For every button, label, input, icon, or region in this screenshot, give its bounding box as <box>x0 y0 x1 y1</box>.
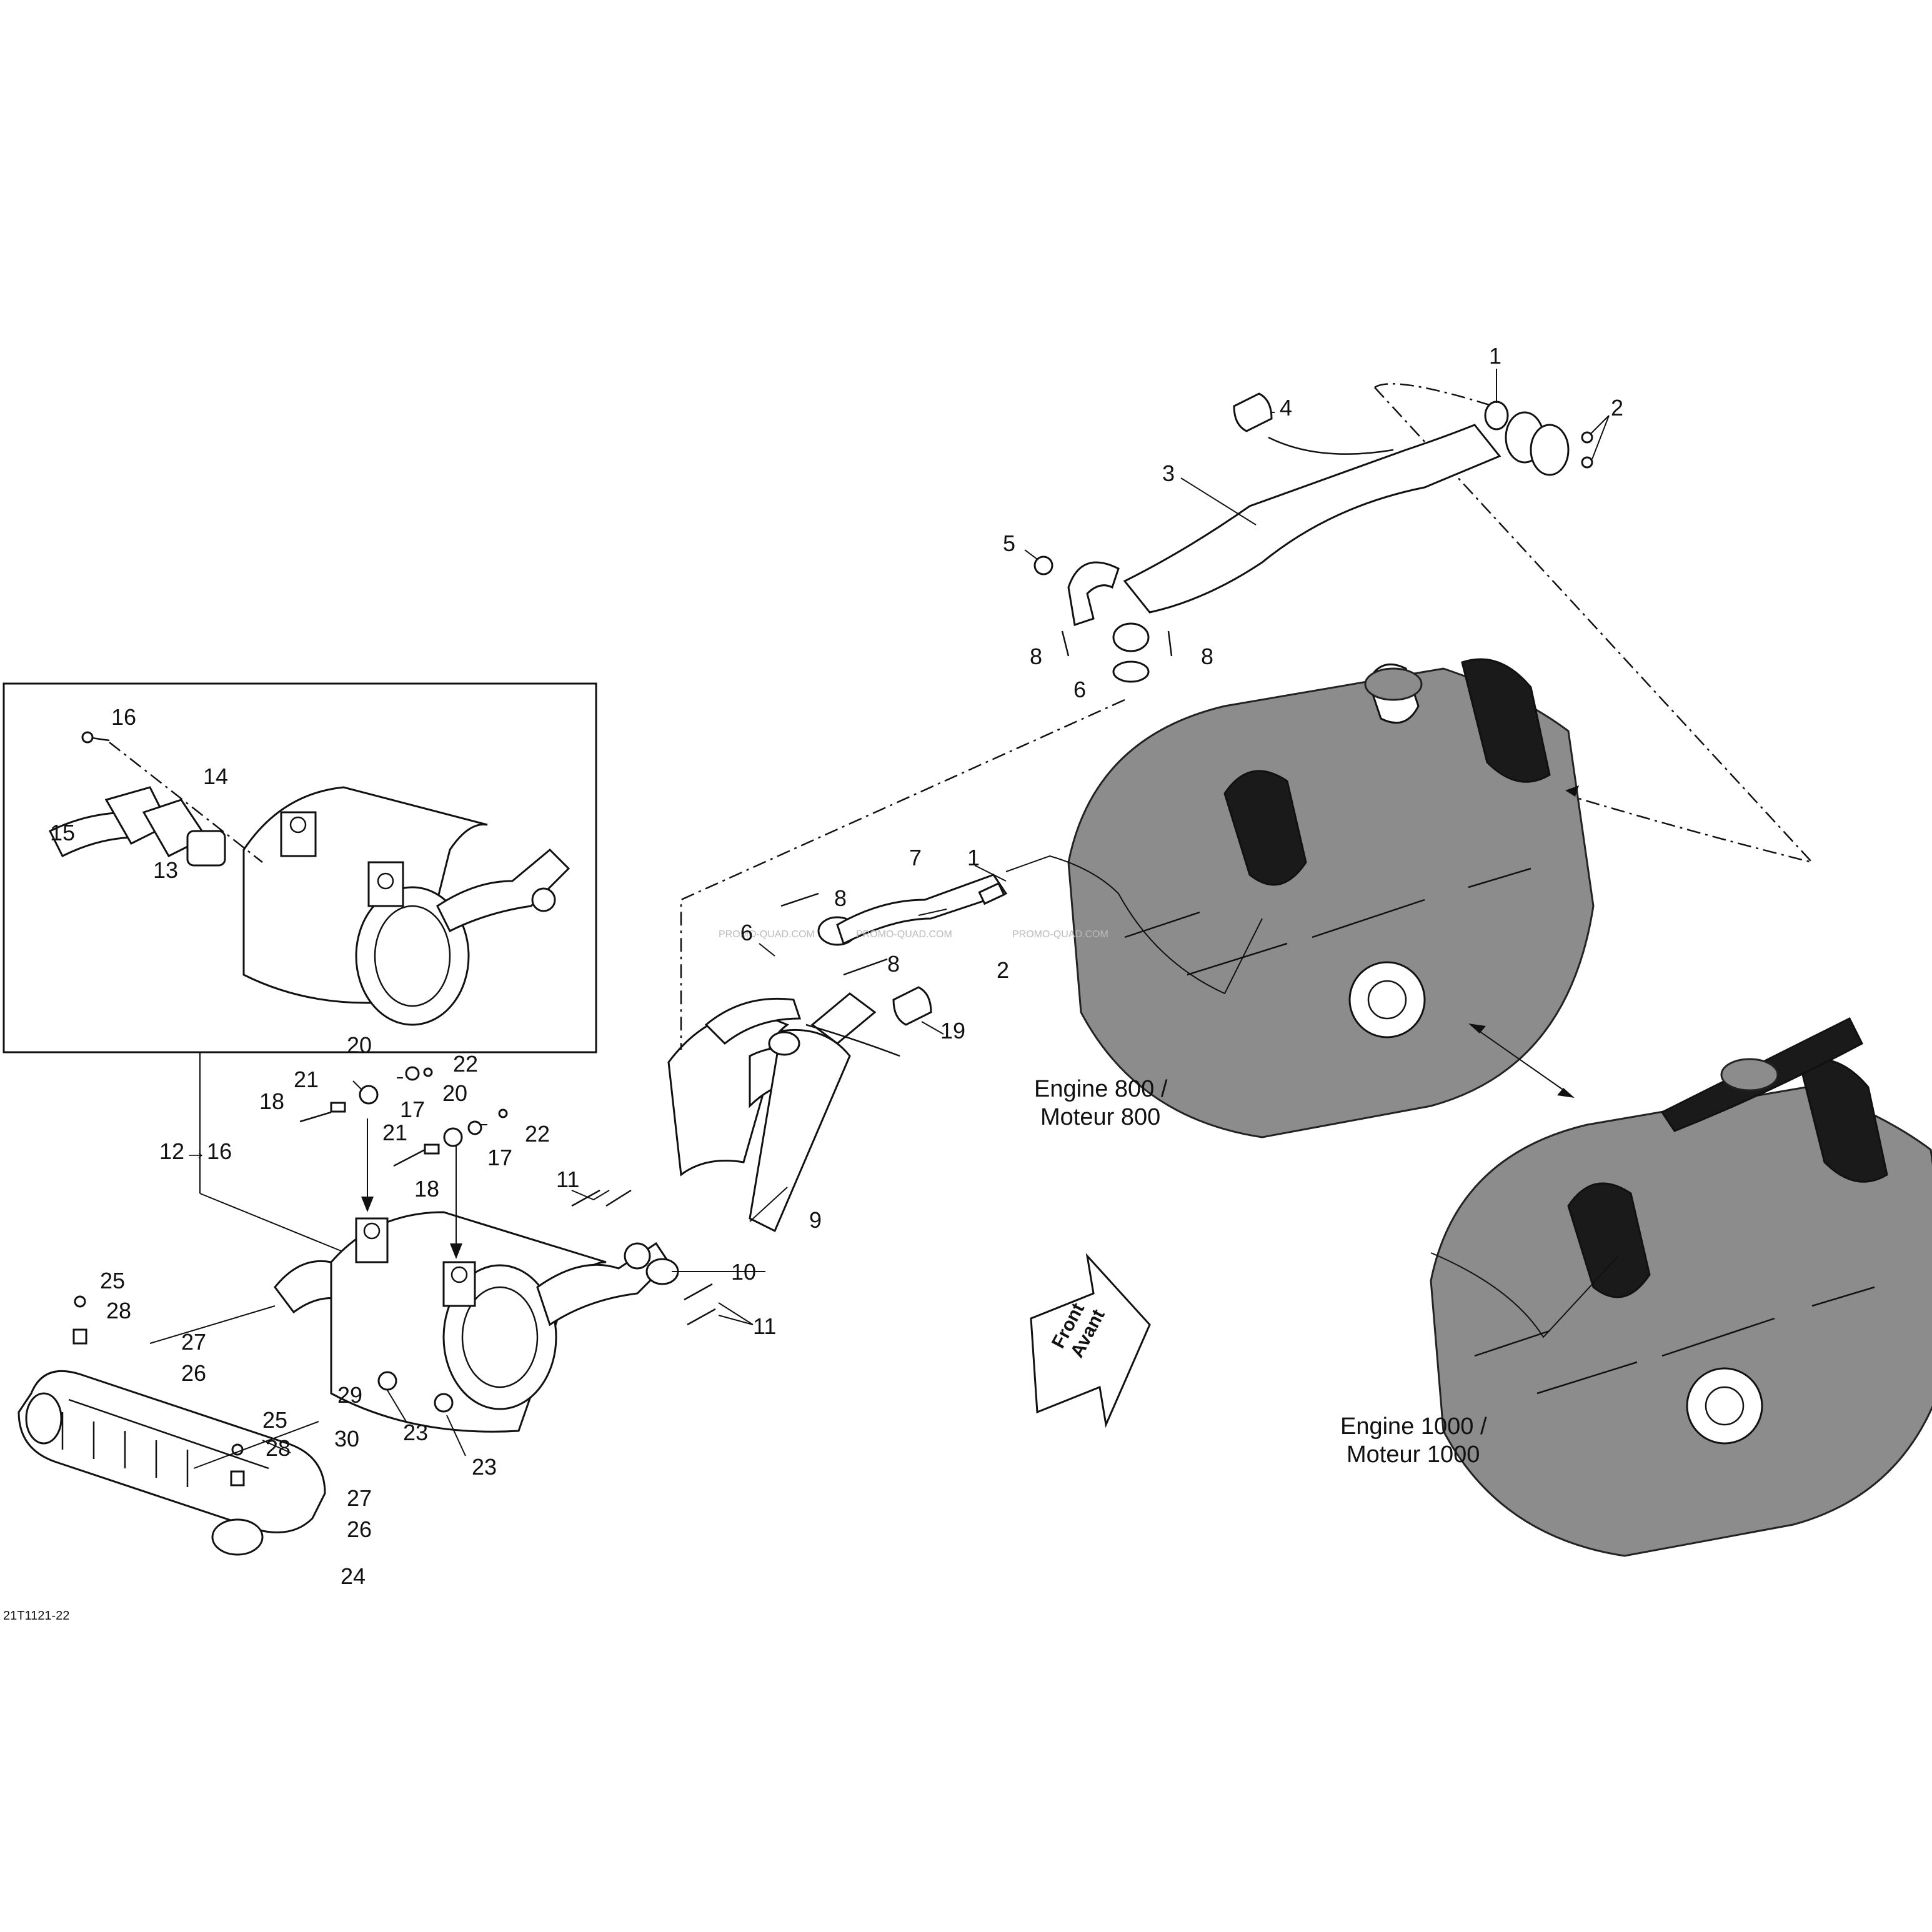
callout-12-16-range: 12→16 <box>159 1138 232 1164</box>
callout-10: 10 <box>731 1259 756 1285</box>
callout-4: 4 <box>1280 395 1292 421</box>
callout-26-right: 26 <box>347 1516 372 1542</box>
callout-20-bottom: 20 <box>442 1080 467 1106</box>
callout-27-left: 27 <box>181 1329 206 1355</box>
shield-arrow-2 <box>193 1421 319 1469</box>
callout-6-top: 6 <box>1073 677 1086 702</box>
callout-6-mid: 6 <box>740 920 753 945</box>
callout-26-left: 26 <box>181 1360 206 1386</box>
front-pipe-assembly <box>571 874 1008 1326</box>
callout-2-top: 2 <box>1611 395 1623 421</box>
callout-17-top: 17 <box>400 1097 425 1122</box>
callout-21-top: 21 <box>294 1067 319 1092</box>
engine-800-label-line2: Moteur 800 <box>1040 1104 1160 1130</box>
routing-dash-2 <box>1374 387 1815 864</box>
callout-1-top: 1 <box>1489 343 1501 369</box>
callout-24: 24 <box>341 1563 366 1589</box>
callout-8-top-right: 8 <box>1201 644 1213 669</box>
figure-reference: 21T1121-22 <box>3 1609 69 1623</box>
front-direction-arrow: Front Avant <box>1030 1253 1151 1428</box>
callout-numbers: 1 2 3 4 5 6 8 8 1 7 8 8 6 2 19 9 10 11 1… <box>50 343 1623 1589</box>
inset-detail-box <box>2 682 597 1053</box>
callout-20-top: 20 <box>347 1032 372 1058</box>
callout-15: 15 <box>50 820 75 845</box>
callout-3: 3 <box>1162 461 1175 486</box>
callout-9: 9 <box>809 1207 822 1233</box>
engine-1000-label-line1: Engine 1000 / <box>1340 1413 1487 1440</box>
routing-dash-3 <box>1374 383 1494 407</box>
callout-14: 14 <box>203 764 228 789</box>
callout-8-mid-top: 8 <box>834 885 847 911</box>
callout-18-top: 18 <box>259 1088 284 1114</box>
header-pipe-assembly <box>1033 392 1593 683</box>
shield-arrow-1 <box>149 1305 276 1344</box>
range-from: 12 <box>159 1138 184 1164</box>
callout-28-left: 28 <box>106 1298 131 1323</box>
engine-swap-arrow <box>1474 1027 1569 1094</box>
range-arrow: → <box>184 1138 207 1164</box>
callout-7: 7 <box>909 845 922 870</box>
heat-shield <box>17 1295 326 1556</box>
muffler-assembly <box>274 1211 670 1433</box>
callout-27-right: 27 <box>347 1485 372 1511</box>
callout-leaders <box>262 369 1610 1456</box>
callout-1-mid: 1 <box>967 845 980 870</box>
callout-30: 30 <box>334 1426 359 1451</box>
callout-11-left: 11 <box>556 1167 579 1192</box>
callout-25-mid: 25 <box>262 1407 287 1433</box>
engine-800-illustration <box>1005 658 1595 1138</box>
callout-8-top-left: 8 <box>1030 644 1042 669</box>
mounting-hardware <box>299 1066 508 1413</box>
callout-23-left: 23 <box>403 1420 428 1445</box>
engine-800-label-line1: Engine 800 / <box>1034 1076 1168 1102</box>
inset-leader-line-2 <box>199 1193 369 1263</box>
watermark-3: PROMO-QUAD.COM <box>1012 929 1108 940</box>
callout-2-mid: 2 <box>997 957 1009 983</box>
engine-1000-illustration <box>1430 1017 1932 1557</box>
callout-23-right: 23 <box>472 1454 497 1480</box>
callout-11-right: 11 <box>753 1313 776 1339</box>
callout-22-bottom: 22 <box>525 1121 550 1147</box>
callout-28-mid: 28 <box>266 1435 291 1461</box>
routing-dash-1 <box>680 699 1125 1050</box>
callout-19: 19 <box>940 1018 965 1043</box>
callout-16-inset: 16 <box>111 704 136 730</box>
callout-18-bottom: 18 <box>414 1176 439 1202</box>
callout-13: 13 <box>153 857 178 883</box>
callout-21-bottom: 21 <box>382 1120 407 1145</box>
watermark-2: PROMO-QUAD.COM <box>856 929 952 940</box>
callout-17-bottom: 17 <box>487 1145 512 1170</box>
callout-8-mid: 8 <box>887 951 900 977</box>
watermark-1: PROMO-QUAD.COM <box>719 929 815 940</box>
range-to: 16 <box>207 1138 232 1164</box>
callout-29: 29 <box>337 1382 362 1408</box>
callout-22-top: 22 <box>453 1051 478 1077</box>
callout-5: 5 <box>1003 530 1015 556</box>
callout-25-left: 25 <box>100 1268 125 1293</box>
engine-1000-label-line2: Moteur 1000 <box>1347 1442 1480 1468</box>
